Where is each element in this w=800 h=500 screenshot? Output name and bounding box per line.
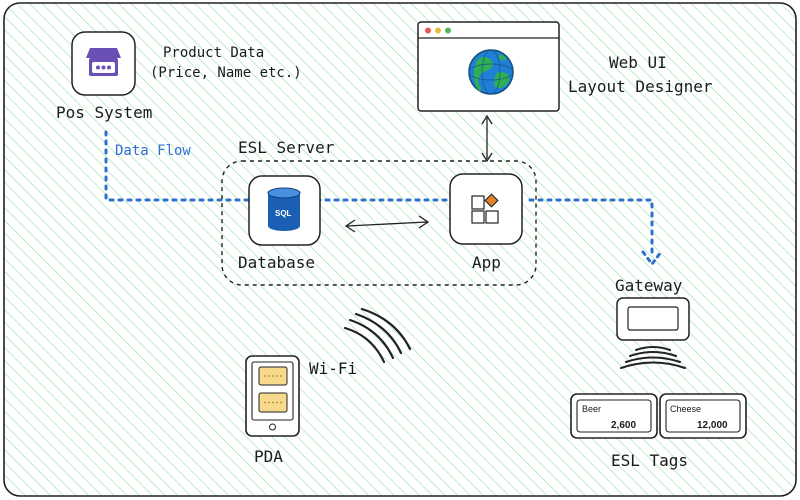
mobile-device-icon [245, 355, 300, 437]
tag-item-name: Cheese [670, 404, 701, 414]
diagram-background [3, 2, 797, 497]
tag-item-price: 2,600 [611, 420, 636, 431]
esl-server-boundary [221, 160, 537, 286]
database-label: Database [238, 253, 315, 272]
tag-item-name: Beer [582, 404, 601, 414]
layout-designer-label: Layout Designer [568, 77, 713, 96]
pos-system-label: Pos System [56, 103, 152, 122]
sql-text: SQL [275, 209, 292, 218]
product-data-detail: (Price, Name etc.) [150, 65, 302, 81]
esl-tag-cheese: Cheese 12,000 [659, 393, 747, 439]
web-app-arrow [481, 114, 493, 163]
monitor-icon [616, 297, 690, 341]
gateway-signal-waves [620, 346, 686, 369]
data-flow-line [104, 130, 654, 260]
esl-server-label: ESL Server [238, 138, 335, 157]
sql-database-icon: SQL [267, 187, 301, 231]
database-app-arrow [344, 215, 430, 233]
app-node [449, 173, 523, 245]
tag-item-price: 12,000 [697, 420, 728, 431]
web-ui-label: Web UI [609, 53, 667, 72]
esl-tag-beer: Beer 2,600 [570, 393, 658, 439]
app-label: App [472, 253, 501, 272]
app-blocks-icon [471, 193, 499, 224]
globe-icon [468, 49, 514, 95]
web-ui-window [417, 21, 560, 112]
pos-system-node [71, 31, 136, 96]
product-data-label: Product Data [163, 45, 264, 61]
wifi-signal-waves [343, 307, 412, 364]
pda-label: PDA [254, 447, 283, 466]
data-flow-arrowhead [641, 250, 663, 267]
gateway-label: Gateway [615, 276, 683, 295]
store-icon [86, 48, 121, 76]
esl-tags-label: ESL Tags [611, 451, 688, 470]
database-node: SQL [248, 175, 321, 246]
data-flow-label: Data Flow [115, 143, 191, 159]
wifi-label: Wi-Fi [309, 359, 357, 378]
